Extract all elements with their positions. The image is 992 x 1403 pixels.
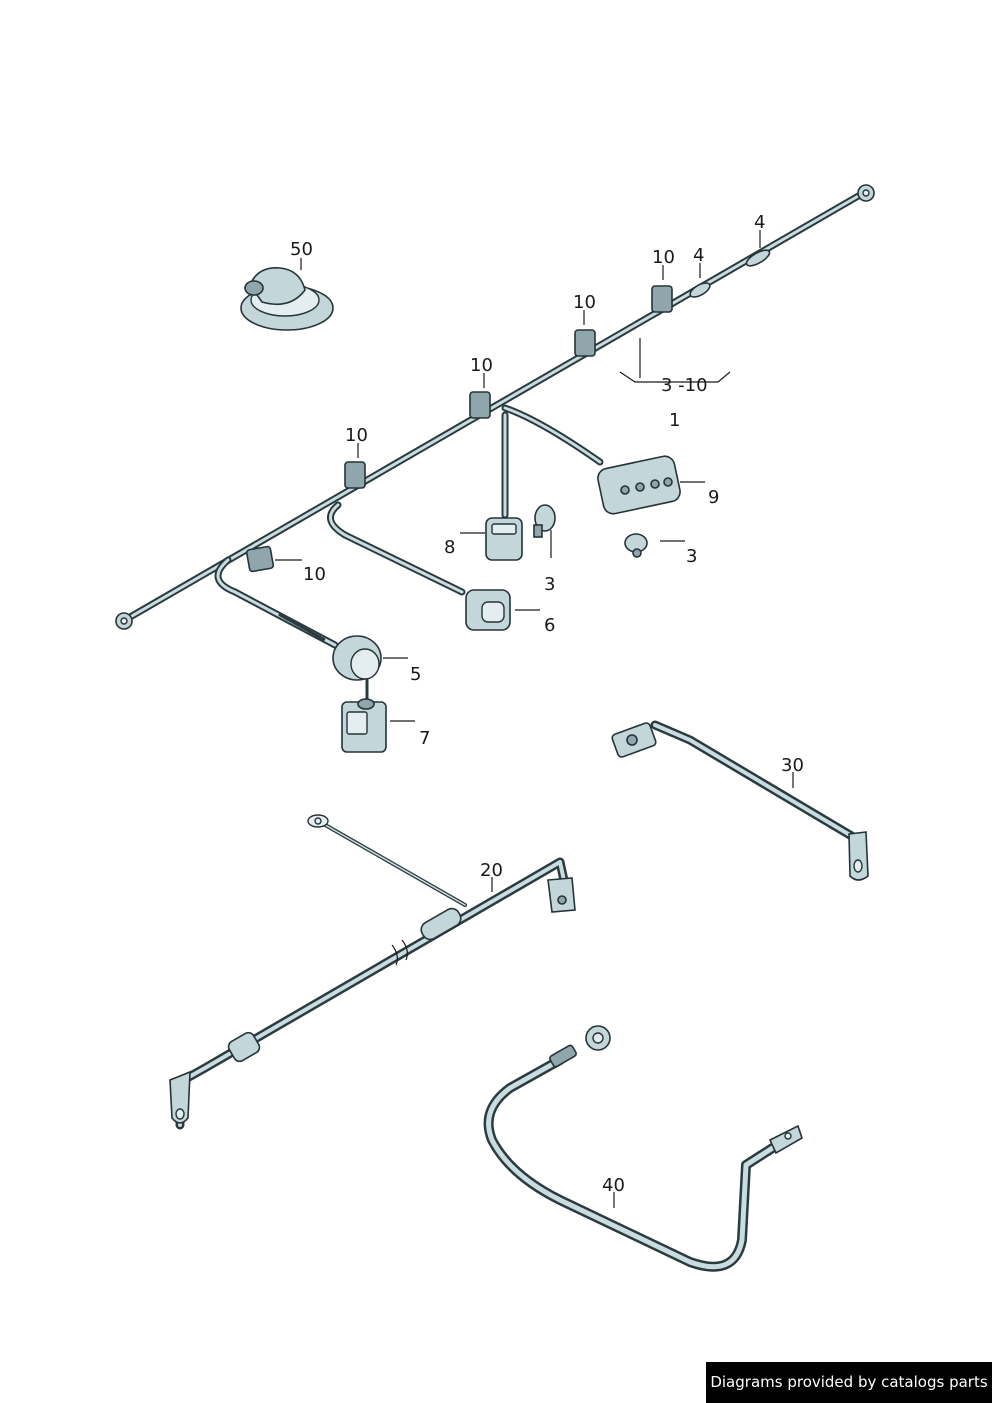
callout-50: 50: [290, 239, 313, 260]
callout-3: 3: [686, 546, 697, 567]
connector-7: [341, 698, 387, 753]
connector-6: [465, 589, 511, 631]
blanking-plug-3: [533, 504, 556, 538]
callout-40: 40: [602, 1175, 625, 1196]
callout-4: 4: [754, 212, 765, 233]
callout-4: 4: [693, 245, 704, 266]
sleeve-4: [689, 282, 711, 298]
battery-cable-20: [169, 814, 576, 1130]
clip-10: [651, 285, 673, 313]
credit-banner: Diagrams provided by catalogs parts: [706, 1362, 992, 1403]
grommet-50: [240, 267, 334, 331]
callout-30: 30: [781, 755, 804, 776]
leader-lines: [275, 230, 794, 1208]
callout-6: 6: [544, 615, 555, 636]
callout-5: 5: [410, 664, 421, 685]
callout-10: 10: [345, 425, 368, 446]
callout-10: 10: [652, 247, 675, 268]
callout-1: 1: [669, 410, 680, 431]
clip-10: [574, 329, 596, 357]
connector-8: [485, 517, 523, 561]
ground-cable-30: [611, 720, 869, 881]
callout-7: 7: [419, 728, 430, 749]
clip-10: [344, 461, 366, 489]
main-harness: [115, 184, 875, 753]
callout-9: 9: [708, 487, 719, 508]
callout-10: 10: [573, 292, 596, 313]
callout-10: 10: [303, 564, 326, 585]
connector-9: [597, 455, 681, 515]
ground-strap-40: [483, 1025, 803, 1272]
callout-3: 3: [544, 574, 555, 595]
sleeve-4: [745, 249, 771, 267]
callout-10: 10: [470, 355, 493, 376]
callout-8: 8: [444, 537, 455, 558]
callout-20: 20: [480, 860, 503, 881]
connector-5: [332, 635, 382, 702]
callout-3-10: 3 -10: [661, 375, 708, 396]
clip-10: [469, 391, 491, 419]
clip-10: [245, 545, 275, 573]
callout-labels: 50 10 4 4 10 10 3 -10 1 10 9 8 3 3 10 6 …: [290, 212, 804, 1196]
blanking-plug-3: [624, 533, 648, 558]
